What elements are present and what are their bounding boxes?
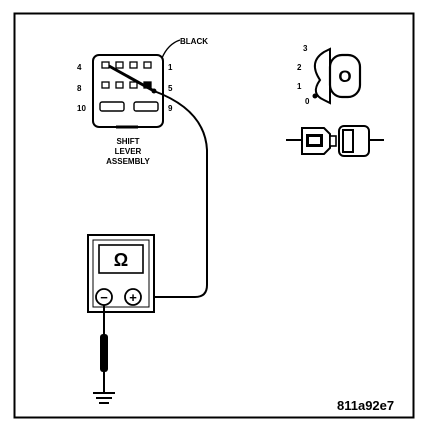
- positive-terminal: [124, 288, 142, 306]
- ignition-position-2: 2: [297, 63, 302, 72]
- connector-cavity: [101, 61, 110, 69]
- connector-cavity-wide: [133, 101, 159, 112]
- figure-code: 811a92e7: [337, 398, 394, 413]
- ignition-position-3: 3: [303, 44, 308, 53]
- ignition-key: [312, 47, 362, 105]
- ignition-position-1: 1: [297, 82, 302, 91]
- assembly-label-line2: LEVER: [115, 147, 142, 156]
- connector-mating-illustration: [286, 125, 384, 157]
- pin-number-1: 1: [168, 63, 173, 72]
- black-wire-leader: [161, 39, 181, 59]
- ohmmeter: [87, 234, 155, 313]
- diagram-border: [13, 12, 415, 419]
- connector-cavity: [129, 81, 138, 89]
- pin-number-10: 10: [77, 104, 86, 113]
- connector-cavity: [129, 61, 138, 69]
- ignition-position-0: 0: [305, 97, 310, 106]
- pin-number-8: 8: [77, 84, 82, 93]
- positive-terminal-symbol: +: [129, 290, 137, 305]
- probe-lead-positive: [138, 90, 208, 298]
- ohm-symbol: Ω: [114, 250, 128, 270]
- ground-probe: [100, 305, 108, 392]
- pin-number-4: 4: [77, 63, 82, 72]
- shift-lever-connector: [92, 54, 164, 129]
- connector-cavity: [143, 61, 152, 69]
- connector-cavity: [115, 61, 124, 69]
- connector-cavity-wide: [99, 101, 125, 112]
- negative-terminal-symbol: −: [100, 290, 108, 305]
- wire-color-label: BLACK: [180, 37, 208, 46]
- assembly-label-line3: ASSEMBLY: [106, 157, 150, 166]
- probe-lead-diagonal: [108, 64, 155, 93]
- meter-display: [98, 244, 144, 274]
- connector-cavity: [101, 81, 110, 89]
- connector-cavity: [115, 81, 124, 89]
- pin-number-9: 9: [168, 104, 173, 113]
- ground-symbol: [93, 392, 115, 404]
- pin-number-5: 5: [168, 84, 173, 93]
- assembly-label-line1: SHIFT: [116, 137, 139, 146]
- key-glyph: O: [338, 67, 351, 86]
